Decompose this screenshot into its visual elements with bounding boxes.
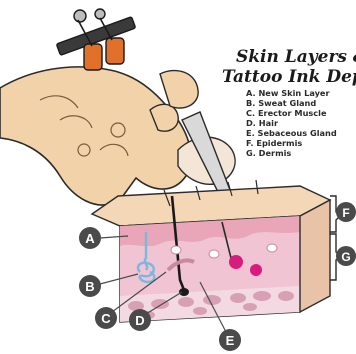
marker-f: F [336, 202, 356, 222]
legend-item-f: F. Epidermis [246, 138, 302, 148]
marker-b-label: B [85, 279, 94, 294]
legend-item-c: C. Erector Muscle [246, 108, 327, 118]
hair-bulb [179, 288, 189, 296]
legend-item-e: E. Sebaceous Gland [246, 128, 337, 138]
marker-c-label: C [101, 311, 111, 326]
legend-item-a: A. New Skin Layer [246, 88, 330, 98]
marker-g: G [336, 246, 356, 266]
marker-b: B [79, 275, 101, 297]
diagram-title: Skin Layers & Tattoo Ink Depth [222, 47, 356, 87]
marker-e: E [219, 329, 241, 351]
marker-d-label: D [135, 313, 144, 328]
legend-item-g: G. Dermis [246, 148, 291, 158]
title-line-2: Tattoo Ink Depth [222, 67, 356, 87]
marker-a: A [79, 227, 101, 249]
marker-g-label: G [341, 250, 350, 264]
title-line-1: Skin Layers & [236, 47, 356, 67]
legend-item-b: B. Sweat Gland [246, 98, 316, 108]
legend-item-d: D. Hair [246, 118, 279, 128]
tattoo-machine [56, 9, 135, 70]
marker-f-label: F [342, 206, 349, 220]
marker-c: C [95, 307, 117, 329]
marker-e-label: E [226, 333, 235, 348]
marker-d: D [129, 309, 151, 331]
marker-a-label: A [85, 231, 95, 246]
legend-list: A. New Skin Layer B. Sweat Gland C. Erec… [246, 88, 337, 158]
